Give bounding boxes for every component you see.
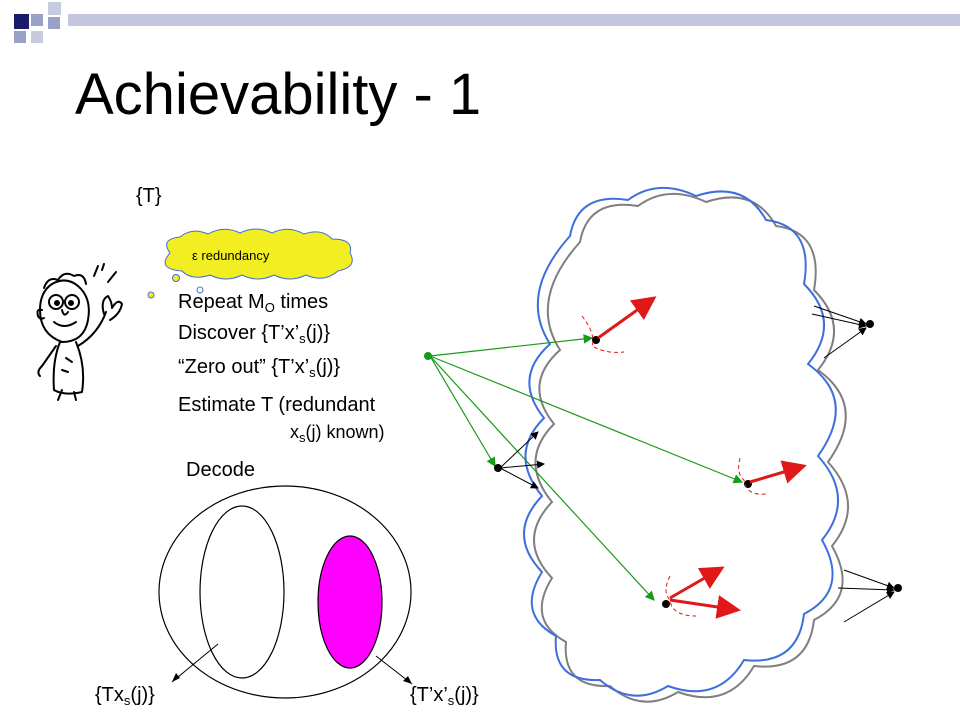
step-zero-suffix: (j)} bbox=[315, 356, 341, 378]
corner-square-light bbox=[31, 31, 43, 43]
red-arrow bbox=[669, 595, 741, 619]
node bbox=[494, 464, 502, 472]
step-discover-prefix: Discover {T’x’ bbox=[178, 322, 300, 344]
network-cloud-diagram bbox=[424, 186, 902, 703]
corner-square-light bbox=[48, 2, 61, 15]
green-arrow bbox=[429, 355, 655, 601]
decode-label: Decode bbox=[186, 459, 255, 481]
thought-bubble bbox=[147, 228, 353, 299]
step-zero-out: “Zero out” {T’x’s(j)} bbox=[178, 355, 340, 379]
corner-square-light bbox=[48, 17, 60, 29]
right-set-label: {T’x’s(j)} bbox=[410, 683, 479, 707]
right-set-sub: s bbox=[447, 693, 455, 708]
step-repeat-suffix: times bbox=[274, 291, 329, 313]
source-node bbox=[424, 352, 432, 360]
right-set-prefix: {T’x’ bbox=[410, 684, 448, 706]
thinking-person-icon bbox=[36, 263, 123, 401]
step-zero-sub: s bbox=[309, 365, 316, 380]
node bbox=[894, 584, 902, 592]
slide-title: Achievability - 1 bbox=[75, 62, 482, 127]
red-arrow bbox=[597, 296, 657, 340]
left-set-prefix: {Tx bbox=[95, 684, 124, 706]
step-repeat-sub: O bbox=[264, 300, 275, 315]
left-set-pointer bbox=[171, 643, 219, 683]
outer-ellipse bbox=[158, 485, 412, 699]
step-estimate-line2-suffix: (j) known) bbox=[305, 422, 385, 442]
magenta-ellipse bbox=[317, 535, 383, 669]
step-repeat-prefix: Repeat M bbox=[178, 291, 265, 313]
header-decoration bbox=[14, 2, 960, 43]
thought-bubble-text: ε redundancy bbox=[192, 248, 270, 263]
white-ellipse bbox=[199, 505, 285, 679]
step-zero-prefix: “Zero out” {T’x’ bbox=[178, 356, 310, 378]
step-discover-suffix: (j)} bbox=[305, 322, 331, 344]
cloud-outline bbox=[523, 186, 840, 697]
step-discover-sub: s bbox=[299, 331, 306, 346]
left-set-label: {Txs(j)} bbox=[95, 683, 155, 707]
green-arrow bbox=[429, 355, 496, 468]
decode-diagram bbox=[158, 485, 413, 699]
green-arrow bbox=[429, 355, 744, 484]
step-estimate-line2: xs(j) known) bbox=[290, 420, 385, 444]
step-discover: Discover {T’x’s(j)} bbox=[178, 321, 330, 345]
step-estimate-line2-prefix: x bbox=[290, 422, 299, 442]
header-bar bbox=[68, 14, 960, 26]
green-arrow bbox=[429, 334, 594, 357]
left-set-suffix: (j)} bbox=[130, 684, 155, 706]
clipped-label: {T} bbox=[136, 184, 162, 208]
right-set-suffix: (j)} bbox=[454, 684, 479, 706]
corner-square-light bbox=[14, 31, 26, 43]
clipped-label-text: {T} bbox=[136, 185, 162, 207]
corner-square-dark bbox=[14, 14, 29, 29]
step-estimate: Estimate T (redundant bbox=[178, 394, 376, 416]
step-estimate-line2-sub: s bbox=[299, 430, 306, 445]
step-repeat: Repeat MO times bbox=[178, 290, 328, 314]
red-arrow bbox=[749, 460, 807, 484]
cloud-shadow bbox=[533, 192, 850, 703]
node bbox=[866, 320, 874, 328]
node bbox=[662, 600, 670, 608]
red-arrow bbox=[669, 566, 725, 600]
corner-square-light bbox=[31, 14, 43, 26]
left-set-sub: s bbox=[123, 693, 131, 708]
